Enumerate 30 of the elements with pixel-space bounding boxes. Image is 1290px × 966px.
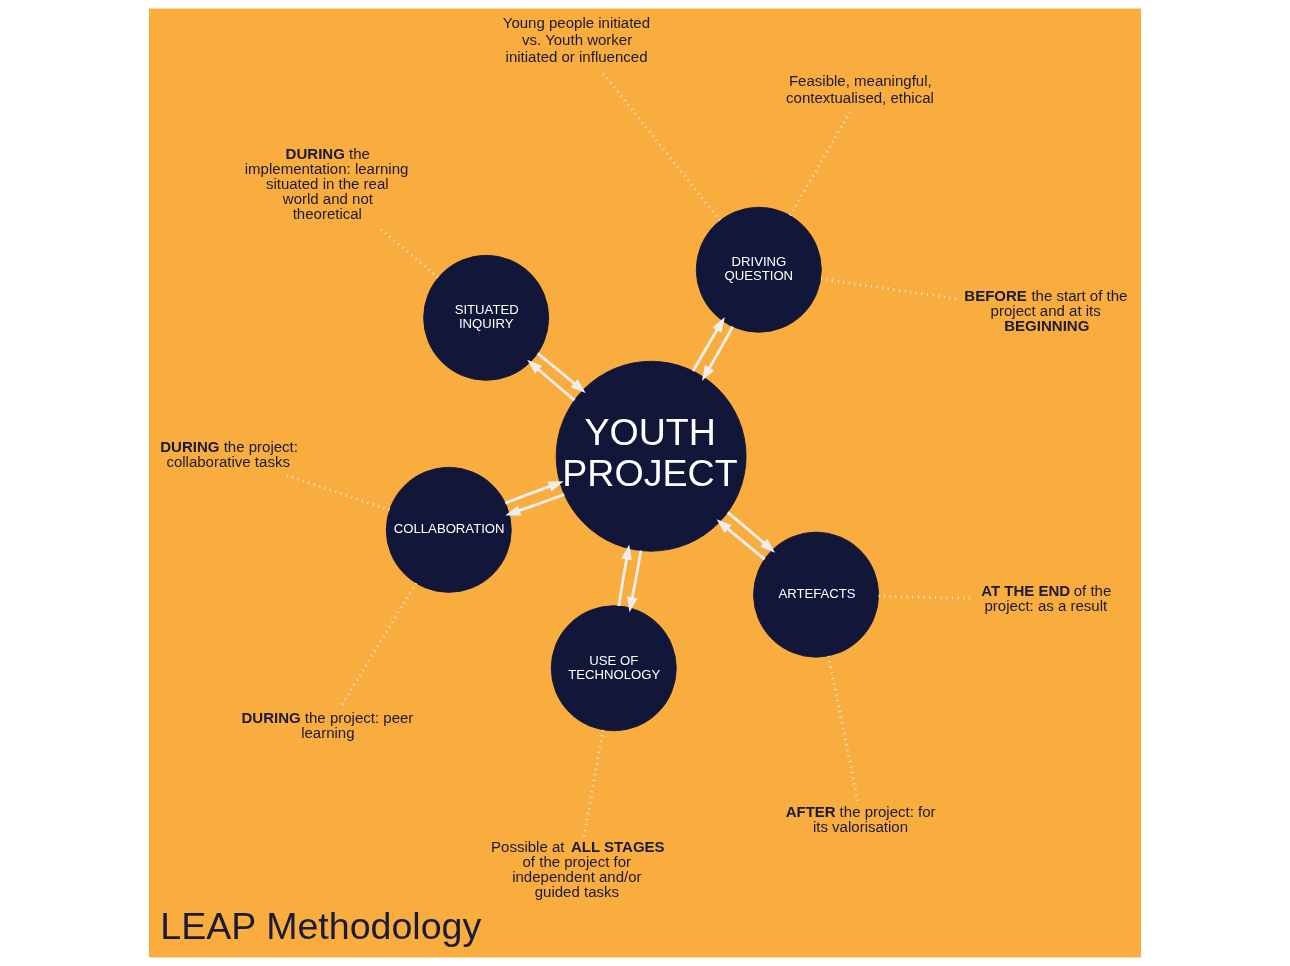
node-text: Feasible, meaningful, contextualised, ethical bbox=[786, 72, 934, 107]
node-text: BEFORE the start of the project and at its BEGINNING bbox=[964, 286, 1128, 334]
node-circle: ARTEFACTS bbox=[753, 531, 880, 658]
arrow bbox=[691, 317, 725, 372]
connector bbox=[788, 111, 851, 217]
node-circle: COLLABORATION bbox=[385, 466, 512, 593]
arrow bbox=[536, 352, 586, 394]
diagram-title: LEAP Methodology bbox=[160, 904, 482, 947]
connector bbox=[582, 729, 605, 838]
node-text: DURING the project: collaborative tasks bbox=[160, 438, 298, 471]
node-text: DURING the project: peer learning bbox=[241, 709, 414, 742]
node-text: DURING the implementation: learning situated in the real world and not theoretical bbox=[244, 144, 409, 223]
node-circle: YOUTH PROJECT bbox=[555, 360, 747, 552]
node-text: Possible at ALL STAGES of the project for independent and/or guided tasks bbox=[491, 838, 665, 901]
arrow bbox=[617, 544, 632, 607]
connector bbox=[827, 655, 860, 803]
node-text: AT THE END of the project: as a result bbox=[981, 582, 1112, 615]
node-text: Young people initiated vs. Youth worker initiated or influenced bbox=[502, 13, 651, 65]
arrow bbox=[627, 550, 643, 613]
arrow bbox=[726, 511, 776, 553]
connector bbox=[285, 473, 390, 512]
arrow bbox=[701, 325, 734, 381]
connector bbox=[820, 277, 957, 301]
node-circle: USE OF TECHNOLOGY bbox=[550, 605, 677, 732]
arrow bbox=[527, 359, 576, 402]
node-circle: SITUATED INQUIRY bbox=[423, 254, 550, 381]
node-text: AFTER the project: for its valorisation bbox=[785, 803, 936, 836]
arrow bbox=[505, 493, 565, 516]
arrow bbox=[504, 481, 564, 505]
arrow bbox=[716, 519, 766, 561]
